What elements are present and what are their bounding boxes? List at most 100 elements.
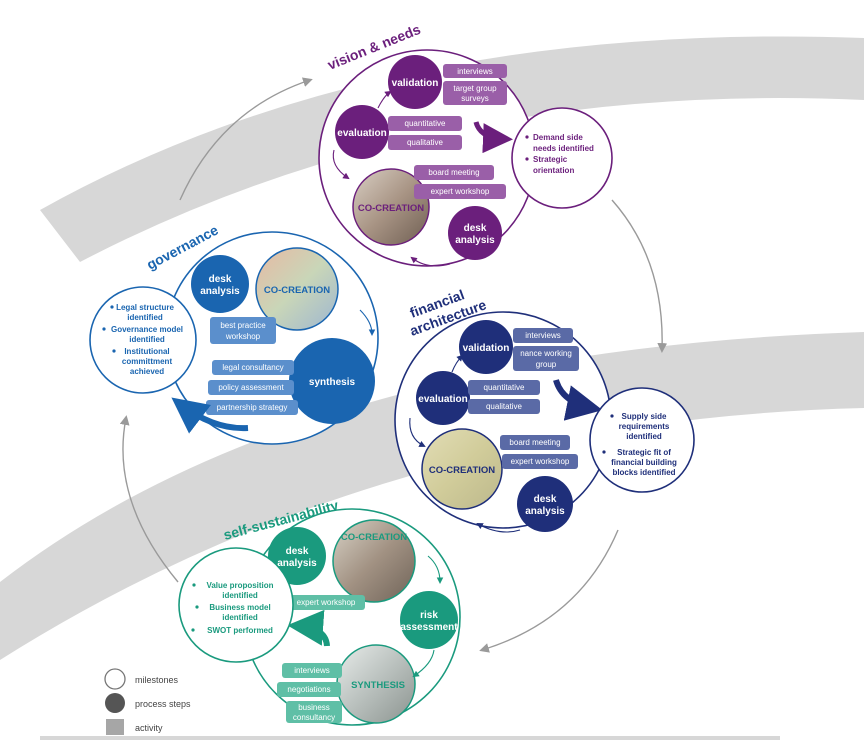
selfsustain-m3-line1: SWOT performed (207, 626, 273, 635)
selfsustain-pill-negotiations (277, 682, 341, 697)
governance-synthesis-label: synthesis (309, 377, 356, 388)
selfsustain-m1-line2: identified (222, 591, 258, 600)
vision-m2-line2: orientation (533, 166, 574, 175)
selfsustain-flow-arrow-1 (427, 555, 444, 584)
governance-m3-line3: achieved (130, 367, 164, 376)
financial-desk-label-2: analysis (525, 506, 565, 517)
selfsustain-pill-interviews-label: interviews (294, 666, 330, 675)
vision-milestone (511, 107, 613, 209)
vision-desk-step (448, 206, 502, 260)
vision-output-arrow (473, 121, 513, 154)
financial-pill-expert (502, 454, 578, 469)
vision-pill-quantitative (388, 116, 462, 131)
selfsustain-risk-label-2: assessment (400, 622, 458, 633)
vision-needs-block: vision & needs validation evaluation CO-… (318, 21, 613, 267)
selfsustain-milestone (178, 547, 294, 663)
legend-milestone-icon (104, 668, 126, 690)
vision-evaluation-label: evaluation (337, 128, 386, 139)
financial-milestone (589, 387, 695, 493)
legend-activity-icon (106, 719, 124, 735)
vision-milestone-bullet-2 (525, 157, 529, 161)
legend: milestones process steps activity (104, 668, 191, 735)
financial-pill-interviews (513, 328, 573, 343)
financial-m1-line3: identified (626, 432, 662, 441)
selfsustain-block: self-sustainability desk analysis CO-CRE… (178, 497, 461, 726)
legend-process-label: process steps (135, 699, 191, 709)
financial-validation-step (459, 320, 513, 374)
governance-pill-partner (206, 400, 298, 415)
vision-validation-label: validation (392, 78, 439, 89)
arrow-vision-to-financial (611, 199, 668, 353)
vision-pill-expert (414, 184, 506, 199)
governance-desk-label-1: desk (209, 274, 232, 285)
financial-cocreation-photo (421, 428, 503, 510)
financial-pill-quantitative-label: quantitative (484, 383, 525, 392)
governance-block: governance desk analysis CO-CREATION syn… (89, 222, 379, 445)
financial-validation-label: validation (463, 343, 510, 354)
selfsustain-pill-interviews (282, 663, 342, 678)
financial-block: financial architecture validation evalua… (394, 286, 695, 533)
financial-desk-step (517, 476, 573, 532)
governance-pill-partner-label: partnership strategy (217, 403, 288, 412)
governance-desk-label-2: analysis (200, 286, 240, 297)
financial-output-arrow (553, 379, 603, 421)
arrow-financial-to-self (479, 529, 619, 653)
vision-pill-target-label-2: surveys (461, 94, 489, 103)
governance-m1-line1: Legal structure (116, 303, 174, 312)
vision-flow-arrow-2 (332, 149, 350, 180)
vision-m1-line1: Demand side (533, 133, 583, 142)
financial-evaluation-label: evaluation (418, 394, 467, 405)
financial-pill-expert-label: expert workshop (511, 457, 570, 466)
arrow-self-to-governance (119, 415, 179, 583)
vision-pill-board (414, 165, 494, 180)
vision-flow-arrow-1 (377, 90, 392, 109)
governance-milestone (89, 286, 197, 394)
financial-milestone-bullet-1 (610, 414, 614, 418)
cycle-arrows (119, 77, 668, 653)
selfsustain-desk-step (268, 527, 326, 585)
governance-desk-step (191, 255, 249, 313)
financial-m2-line2: financial building (611, 458, 677, 467)
selfsustain-desk-label-1: desk (286, 546, 309, 557)
vision-pill-interviews (443, 64, 507, 78)
governance-pill-best-label-1: best practice (220, 321, 266, 330)
governance-m3-line1: Institutional (124, 347, 169, 356)
governance-m3-line2: committment (122, 357, 173, 366)
legend-milestones-label: milestones (135, 675, 179, 685)
selfsustain-m1-line1: Value proposition (206, 581, 273, 590)
selfsustain-risk-label-1: risk (420, 610, 438, 621)
vision-pill-expert-label: expert workshop (431, 187, 490, 196)
governance-pill-legal (212, 360, 294, 375)
governance-pill-best (210, 317, 276, 344)
vision-m2-line1: Strategic (533, 155, 568, 164)
financial-evaluation-step (416, 371, 470, 425)
governance-synthesis-step (289, 338, 375, 424)
financial-pill-qualitative (468, 399, 540, 414)
governance-m2-line2: identified (129, 335, 165, 344)
selfsustain-milestone-bullet-1 (192, 583, 196, 587)
financial-pill-finance-label-1: nance working (520, 349, 572, 358)
financial-m1-line2: requirements (619, 422, 670, 431)
legend-activity-label: activity (135, 723, 163, 733)
vision-flow-arrow-3 (410, 256, 451, 267)
financial-flow-arrow-3 (476, 523, 521, 533)
financial-pill-qualitative-label: qualitative (486, 402, 523, 411)
financial-cocreation-label: CO-CREATION (429, 465, 495, 476)
selfsustain-pill-negotiations-label: negotiations (287, 685, 330, 694)
arrow-governance-to-vision (179, 77, 313, 201)
financial-pill-board (500, 435, 570, 450)
financial-milestone-bullet-2 (602, 450, 606, 454)
financial-m1-line1: Supply side (622, 412, 667, 421)
vision-pill-target (443, 81, 507, 105)
financial-flow-arrow-2 (409, 417, 426, 447)
financial-m2-line1: Strategic fit of (617, 448, 671, 457)
vision-validation-step (388, 55, 442, 109)
vision-pill-board-label: board meeting (428, 168, 479, 177)
selfsustain-m2-line1: Business model (209, 603, 270, 612)
financial-flow-arrow-1 (451, 354, 464, 373)
selfsustain-pill-expert (287, 595, 365, 610)
governance-pill-policy (208, 380, 294, 395)
governance-milestone-bullet-2 (102, 327, 106, 331)
governance-output-arrow (171, 397, 249, 434)
